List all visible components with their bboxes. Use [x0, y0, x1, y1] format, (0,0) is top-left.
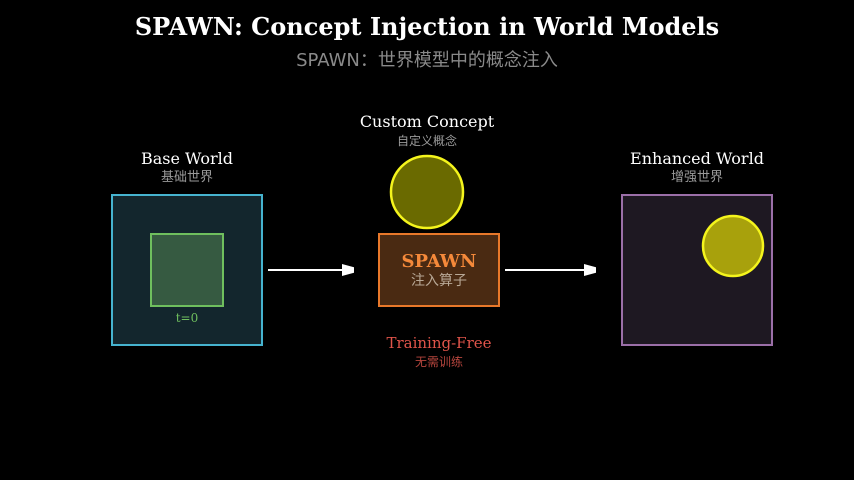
base-world-label-cn: 基础世界: [161, 170, 213, 185]
base-world-object: [150, 233, 224, 307]
spawn-operator-box: [378, 233, 500, 307]
training-free-label-cn: 无需训练: [415, 354, 463, 369]
enhanced-world-group: Enhanced World 增强世界: [621, 149, 773, 346]
custom-concept-group: Custom Concept 自定义概念: [360, 112, 495, 230]
custom-concept-label: Custom Concept: [360, 112, 495, 131]
page-subtitle: SPAWN：世界模型中的概念注入: [296, 49, 558, 71]
spawn-operator-group: SPAWN 注入算子: [378, 233, 500, 307]
training-free-label: Training-Free: [386, 334, 491, 352]
base-world-timestamp: t=0: [176, 311, 199, 325]
spawn-operator-label-cn: 注入算子: [411, 273, 467, 289]
custom-concept-circle: [389, 154, 465, 230]
enhanced-world-label-cn: 增强世界: [671, 170, 723, 185]
enhanced-world-label: Enhanced World: [630, 149, 764, 168]
training-free-note: Training-Free 无需训练: [386, 334, 491, 369]
custom-concept-label-cn: 自定义概念: [397, 133, 457, 148]
page-title: SPAWN: Concept Injection in World Models: [135, 12, 719, 41]
spawn-operator-label: SPAWN: [402, 251, 477, 272]
base-world-label: Base World: [141, 149, 233, 168]
base-world-group: Base World 基础世界 t=0: [111, 149, 263, 346]
enhanced-world-concept-circle: [701, 214, 765, 278]
